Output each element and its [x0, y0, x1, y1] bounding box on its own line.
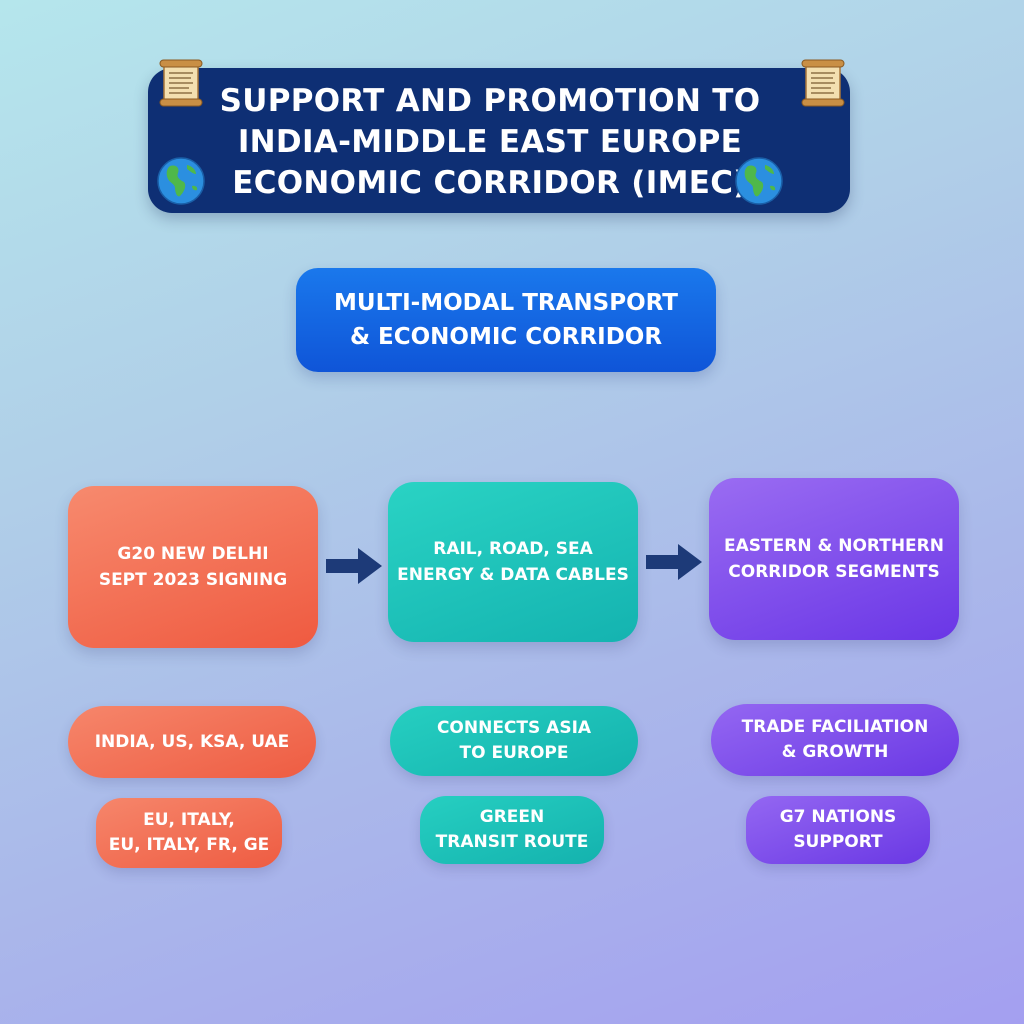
arrow-right-icon: [326, 548, 382, 584]
globe-icon: [157, 157, 205, 205]
globe-icon: [735, 157, 783, 205]
title-banner: [148, 68, 850, 213]
scroll-icon: [159, 59, 203, 107]
pill-founding-members: INDIA, US, KSA, UAE: [68, 706, 316, 778]
flow-box-signing: G20 NEW DELHI SEPT 2023 SIGNING: [68, 486, 318, 648]
arrow-right-icon: [646, 544, 702, 580]
pill-eu-partners: EU, ITALY, EU, ITALY, FR, GE: [96, 798, 282, 868]
flow-box-modes: RAIL, ROAD, SEA ENERGY & DATA CABLES: [388, 482, 638, 642]
subtitle-box: MULTI-MODAL TRANSPORT & ECONOMIC CORRIDO…: [296, 268, 716, 372]
flow-box-segments: EASTERN & NORTHERN CORRIDOR SEGMENTS: [709, 478, 959, 640]
pill-trade-facilitation: TRADE FACILIATION & GROWTH: [711, 704, 959, 776]
scroll-icon: [801, 59, 845, 107]
pill-connects-asia-europe: CONNECTS ASIA TO EUROPE: [390, 706, 638, 776]
pill-g7-support: G7 NATIONS SUPPORT: [746, 796, 930, 864]
page-title: SUPPORT AND PROMOTION TO INDIA-MIDDLE EA…: [219, 82, 761, 201]
pill-green-transit: GREEN TRANSIT ROUTE: [420, 796, 604, 864]
